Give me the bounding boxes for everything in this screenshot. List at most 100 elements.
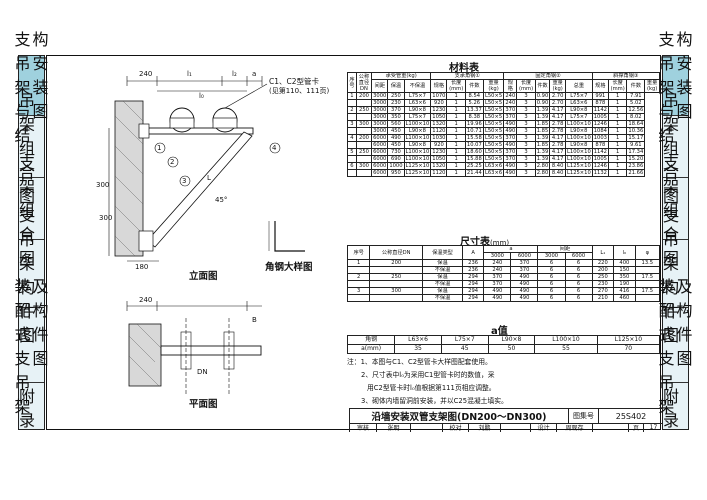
table-cell: 190 bbox=[613, 280, 636, 288]
table-cell: 3 bbox=[516, 106, 536, 114]
left-section-5[interactable]: 装配式支吊架及构件图 bbox=[14, 277, 48, 416]
table-cell: 2.80 bbox=[534, 162, 551, 170]
th-len3: 长度(mm) bbox=[607, 79, 628, 93]
table-cell: 5 bbox=[347, 148, 357, 156]
table-cell: 230 bbox=[387, 99, 405, 107]
title-block-field bbox=[592, 423, 628, 432]
right-section-1[interactable]: 支吊架与结构安装图 bbox=[658, 30, 692, 145]
right-section-4[interactable]: 支吊架构件图 bbox=[663, 206, 688, 345]
table-cell: 15.58 bbox=[464, 134, 484, 142]
table-cell: L63×6 bbox=[565, 99, 593, 107]
table-cell: L125×10 bbox=[403, 162, 432, 170]
table-cell bbox=[369, 294, 424, 302]
table-cell: 10.71 bbox=[464, 127, 484, 135]
table-cell: 270 bbox=[591, 287, 615, 295]
title-block: 沿墙安装双管支架图(DN200～DN300) 图集号 25S402 审核张明校对… bbox=[349, 408, 663, 432]
table-cell: 1000 bbox=[387, 162, 405, 170]
th-spec2: 规格 bbox=[503, 79, 518, 93]
table-cell: 240 bbox=[503, 99, 518, 107]
table-cell: 560 bbox=[387, 120, 405, 128]
table-cell: 1 bbox=[446, 162, 466, 170]
right-section-3-label-1: 支架组合图 bbox=[663, 152, 680, 268]
table-cell: 1120 bbox=[430, 127, 448, 135]
table-cell: 2.70 bbox=[549, 92, 566, 100]
table-cell: L90×8 bbox=[403, 127, 432, 135]
table-cell: 210 bbox=[591, 294, 615, 302]
table-cell: L50×5 bbox=[482, 148, 505, 156]
plan-caption: 平面图 bbox=[189, 399, 218, 410]
left-section-6-label-1: 附录 bbox=[19, 387, 36, 430]
dim-L: L bbox=[207, 174, 211, 182]
left-section-5-label-1: 装配式支吊架 bbox=[14, 277, 31, 416]
table-cell: 1 bbox=[346, 259, 371, 267]
table-cell: 3 bbox=[516, 155, 536, 163]
table-cell: 1246 bbox=[591, 162, 609, 170]
table-cell: 300 bbox=[355, 162, 373, 170]
dth-sub-4: 6000 bbox=[564, 252, 593, 260]
table-cell bbox=[634, 266, 661, 274]
table-cell: 250 bbox=[591, 273, 615, 281]
right-section-6[interactable]: 附录 bbox=[663, 383, 688, 431]
marker-2: 2 bbox=[170, 158, 175, 166]
table-cell: 6000 bbox=[371, 169, 389, 177]
table-cell: 1 bbox=[607, 106, 628, 114]
table-cell: 6 bbox=[537, 294, 566, 302]
table-cell: L50×5 bbox=[482, 99, 505, 107]
table-cell: 6 bbox=[564, 273, 593, 281]
table-cell: 6000 bbox=[371, 148, 389, 156]
notes: 注：1、本图与C1、C2型管卡大样图配套使用。 2、尺寸表中l₀为采用C1型管卡… bbox=[347, 356, 508, 408]
table-cell: 1 bbox=[607, 134, 628, 142]
table-cell: 15.88 bbox=[464, 155, 484, 163]
table-cell: 6000 bbox=[371, 155, 389, 163]
table-cell: 0.90 bbox=[534, 92, 551, 100]
table-cell: 8.54 bbox=[464, 92, 484, 100]
right-section-5[interactable]: 装配式支吊架及构件图 bbox=[658, 277, 692, 416]
drawing-title: 沿墙安装双管支架图(DN200～DN300) bbox=[371, 412, 547, 423]
table-cell: 490 bbox=[387, 134, 405, 142]
th-no: 序号 bbox=[347, 72, 357, 93]
title-block-field bbox=[410, 423, 442, 432]
right-section-3[interactable]: 支架组合图 bbox=[663, 153, 688, 268]
th-wt2: 重量(kg) bbox=[549, 79, 566, 93]
a-spec-cell: L75×7 bbox=[440, 335, 489, 345]
th-cnt3: 件数 bbox=[626, 79, 646, 93]
table-cell: 1 bbox=[446, 148, 466, 156]
th-group1: 支承角钢① bbox=[430, 72, 505, 80]
dim-a: a bbox=[252, 70, 257, 78]
table-cell: 3 bbox=[516, 134, 536, 142]
table-cell: 730 bbox=[387, 148, 405, 156]
table-cell: 1.85 bbox=[534, 127, 551, 135]
table-cell: 2.78 bbox=[549, 127, 566, 135]
table-cell: 15.17 bbox=[626, 134, 646, 142]
table-cell: L50×5 bbox=[482, 92, 505, 100]
table-cell: 21.66 bbox=[626, 169, 646, 177]
right-section-2[interactable]: 吊架组合图 bbox=[663, 91, 688, 206]
plan-dim-240: 240 bbox=[139, 296, 153, 304]
table-cell: 19.96 bbox=[464, 120, 484, 128]
callout-clamp: C1、C2型管卡 bbox=[269, 77, 320, 86]
right-section-1-label-1: 支吊架与结 bbox=[658, 29, 675, 145]
table-cell: 6 bbox=[564, 259, 593, 267]
title-block-field: 设计 bbox=[530, 423, 556, 432]
left-section-6[interactable]: 附录 bbox=[19, 383, 44, 431]
left-section-1[interactable]: 支吊架与结构安装图 bbox=[14, 30, 48, 145]
left-section-3[interactable]: 支架组合图 bbox=[19, 153, 44, 268]
table-cell: 1320 bbox=[430, 120, 448, 128]
table-cell bbox=[346, 294, 371, 302]
table-cell: 1132 bbox=[591, 169, 609, 177]
left-section-4[interactable]: 支吊架构件图 bbox=[19, 206, 44, 345]
angle-detail bbox=[274, 221, 305, 252]
table-cell bbox=[355, 141, 373, 149]
title-block-field: 页 bbox=[628, 423, 643, 432]
table-cell: 6 bbox=[564, 294, 593, 302]
a-value-cell: 55 bbox=[534, 344, 598, 354]
th-cnt1: 件数 bbox=[464, 79, 484, 93]
table-cell: 3 bbox=[516, 141, 536, 149]
left-section-2[interactable]: 吊架组合图 bbox=[19, 91, 44, 206]
table-cell: 10.36 bbox=[626, 127, 646, 135]
table-cell: L100×10 bbox=[565, 120, 593, 128]
